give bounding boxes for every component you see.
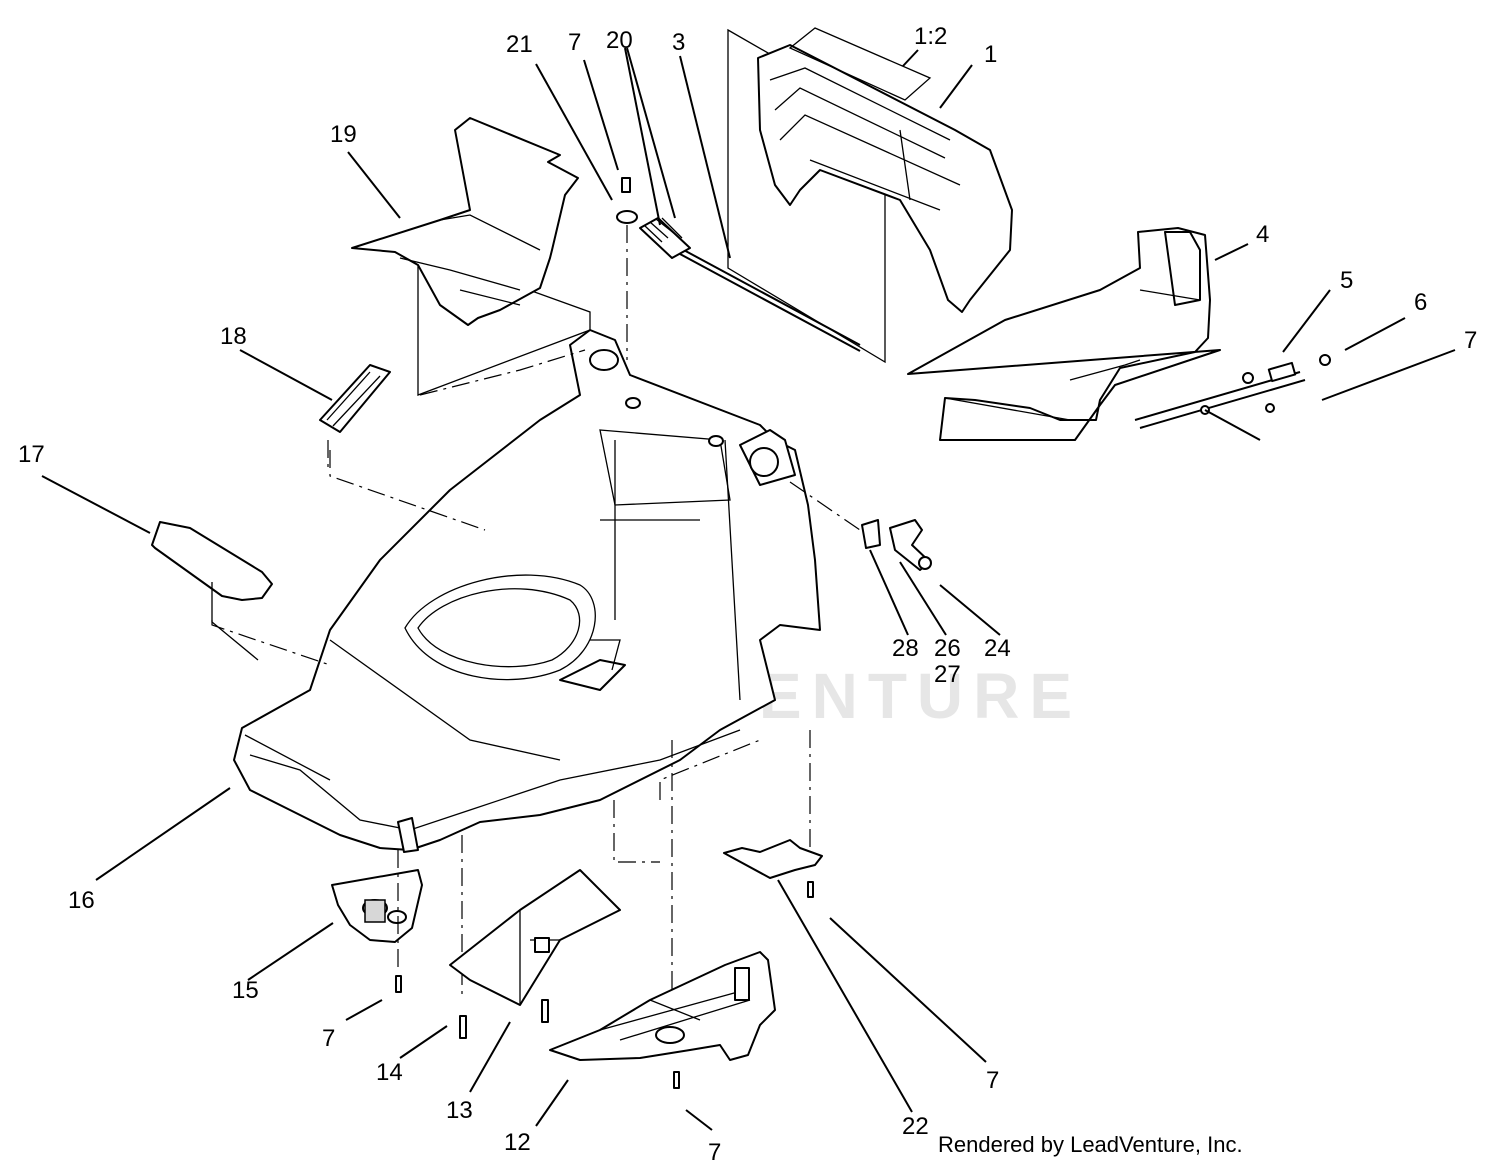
callout-7-top: 7 (568, 29, 581, 56)
part-15-front-bracket (331, 850, 423, 993)
callout-17: 17 (18, 441, 45, 468)
callout-15: 15 (232, 977, 259, 1004)
render-credit: Rendered by LeadVenture, Inc. (938, 1132, 1243, 1157)
callout-12: 12 (504, 1129, 531, 1156)
callout-21: 21 (506, 31, 533, 58)
callout-13: 13 (446, 1097, 473, 1124)
leader-lines (41, 47, 1456, 1131)
part-19-bag-support (351, 117, 591, 396)
part-13-deflector (449, 835, 621, 1039)
callout-19: 19 (330, 121, 357, 148)
callout-7-left: 7 (322, 1025, 335, 1052)
callout-24: 24 (984, 635, 1011, 662)
part-12-baffle (549, 740, 776, 1089)
callout-5: 5 (1340, 267, 1353, 294)
callout-18: 18 (220, 323, 247, 350)
part-4-chute (907, 227, 1221, 441)
callout-7-right: 7 (1464, 327, 1477, 354)
part-21-washer (616, 177, 638, 224)
part-16-deck (233, 329, 821, 853)
callout-28: 28 (892, 635, 919, 662)
callout-4: 4 (1256, 221, 1269, 248)
part-24-28-hinge-hardware (789, 481, 932, 571)
callout-14: 14 (376, 1059, 403, 1086)
callout-27: 27 (934, 661, 961, 688)
assembly-guides (211, 349, 761, 863)
callout-labels: 21 7 20 3 1:2 1 19 4 5 6 7 18 17 28 26 2… (18, 23, 1477, 1166)
callout-22: 22 (902, 1113, 929, 1140)
callout-1: 1 (984, 41, 997, 68)
part-3-rod (679, 247, 861, 352)
part-18-grip (319, 364, 391, 470)
callout-7-bottom: 7 (708, 1139, 721, 1166)
callout-7-lower-right: 7 (986, 1067, 999, 1094)
part-1-rear-flap (727, 27, 1013, 364)
callout-1-2: 1:2 (914, 23, 947, 50)
callout-6: 6 (1414, 289, 1427, 316)
callout-20: 20 (606, 27, 633, 54)
callout-3: 3 (672, 29, 685, 56)
callout-26: 26 (934, 635, 961, 662)
callout-16: 16 (68, 887, 95, 914)
part-5-pivot-pin (1134, 354, 1331, 441)
part-22-bracket (723, 730, 823, 898)
part-20-spring (639, 217, 691, 259)
